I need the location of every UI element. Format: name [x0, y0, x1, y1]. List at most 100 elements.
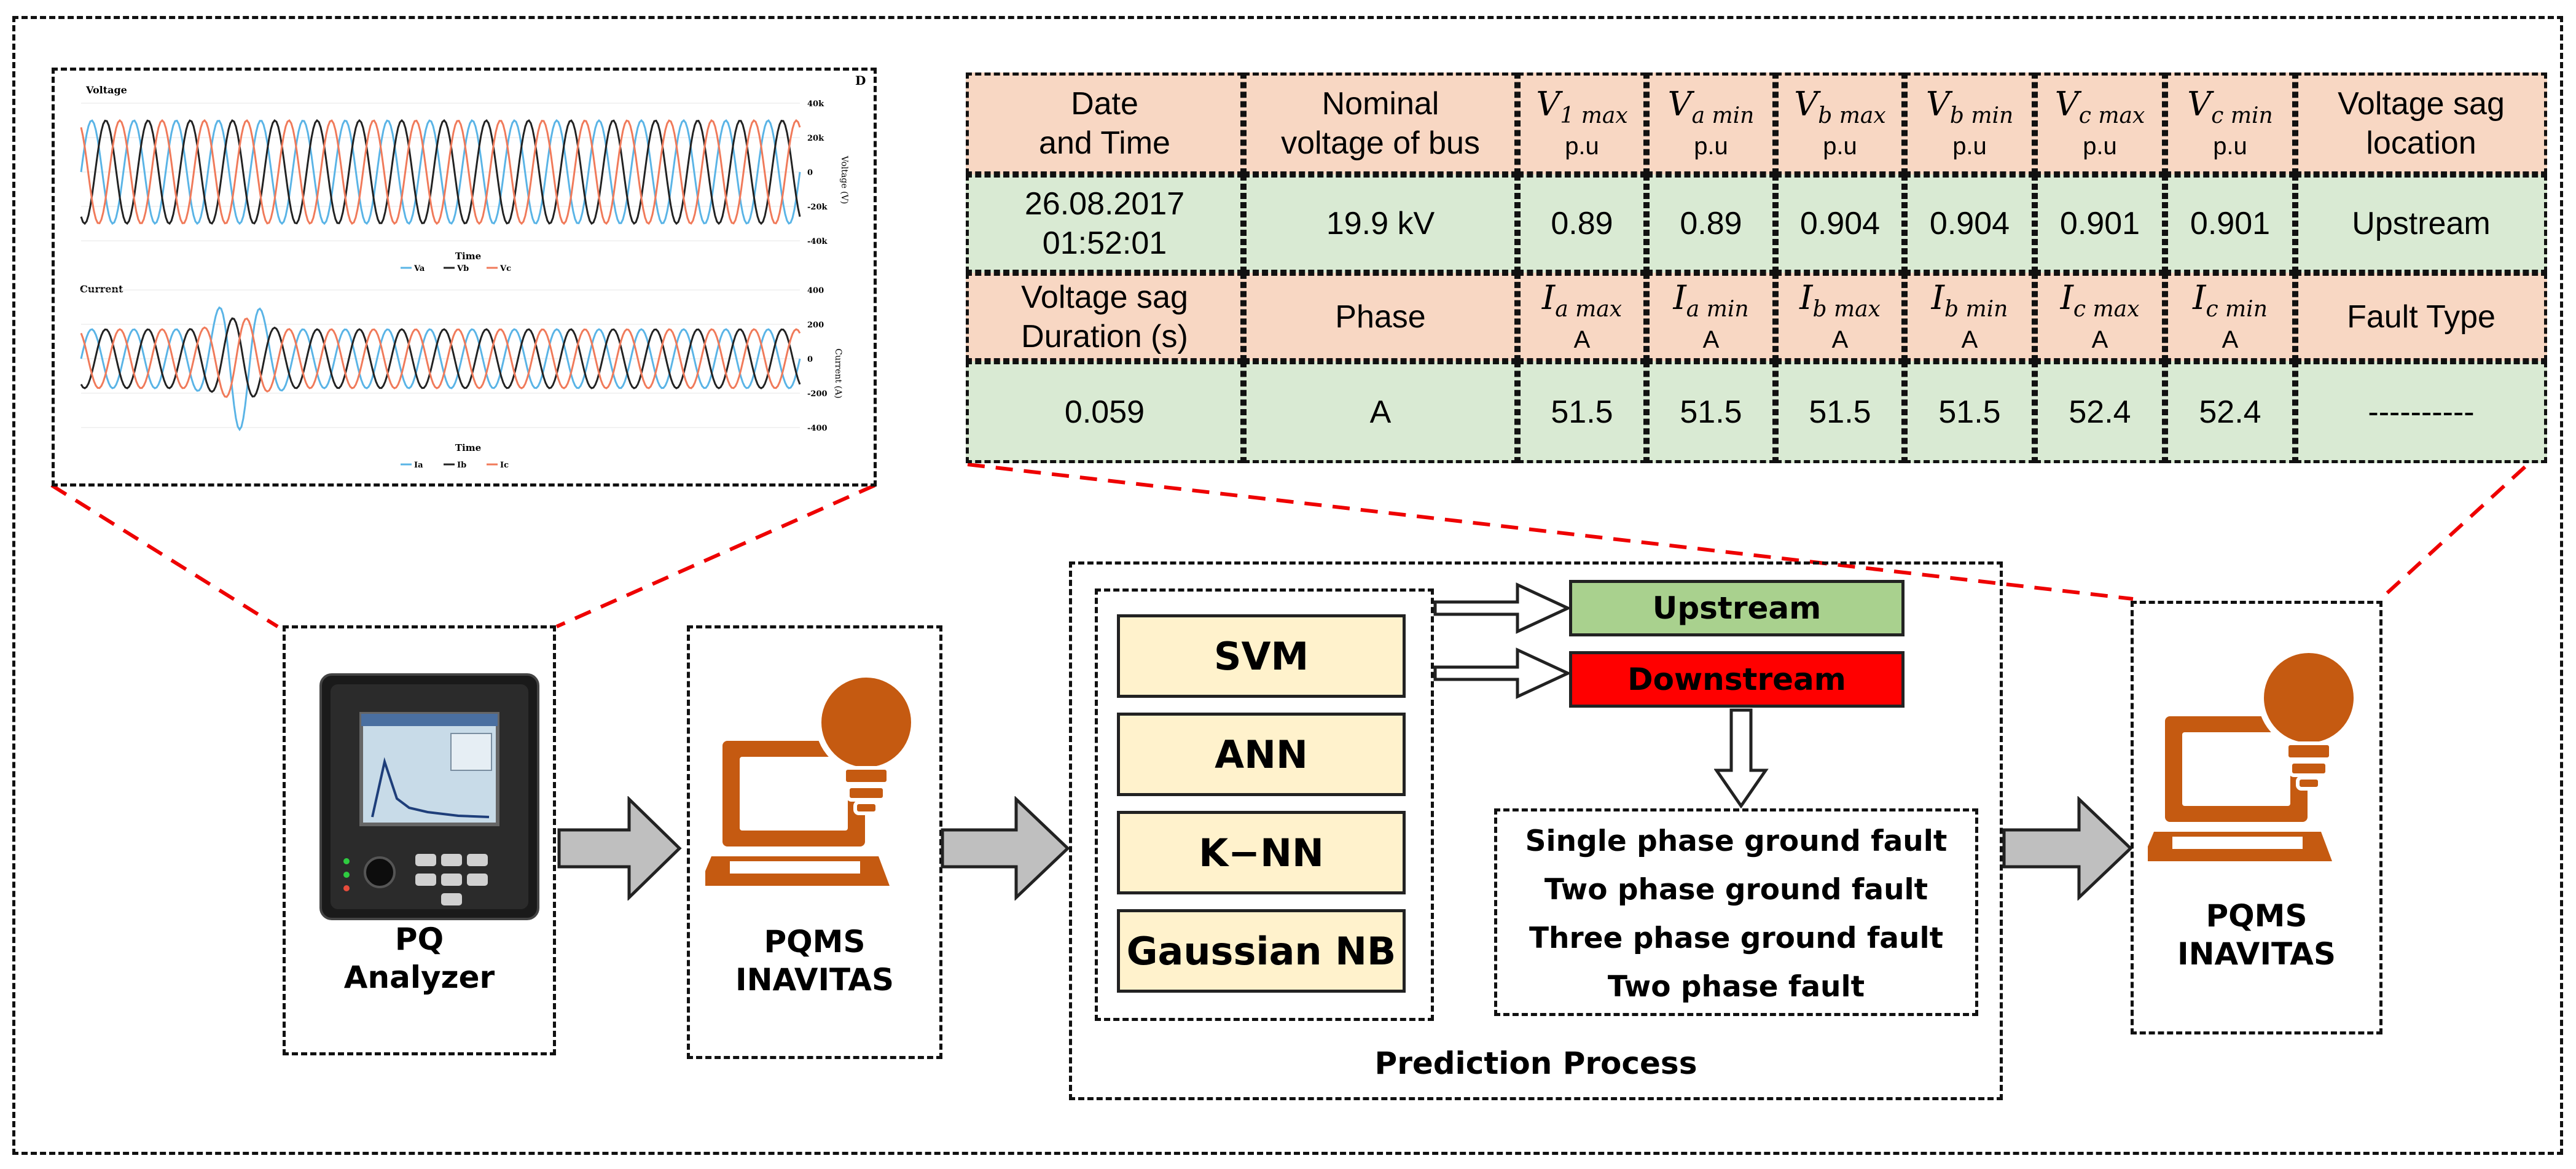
waveform-ic [80, 317, 801, 398]
outer-frame [12, 16, 2563, 1155]
fault-type-item: Two phase fault [1607, 970, 1865, 1004]
flow-arrow-3 [2002, 796, 2133, 901]
y-tick-label: 0 [807, 355, 813, 364]
legend-label: Vb [456, 264, 469, 273]
zoom-line-right-1 [967, 463, 2134, 601]
table-value-cell: 0.904 [1905, 174, 2035, 273]
fault-type-item: Two phase ground fault [1544, 873, 1928, 907]
y-tick-label: -40k [807, 237, 828, 246]
table-value-cell: 0.89 [1517, 174, 1646, 273]
table-value-cell: 51.5 [1517, 361, 1646, 463]
legend-label: Va [413, 264, 425, 273]
table-value-cell: 0.901 [2165, 174, 2295, 273]
flow-arrow-2 [941, 796, 1070, 901]
table-value-cell: 52.4 [2165, 361, 2295, 463]
table-value-cell: ---------- [2295, 361, 2547, 463]
waveform-panel [52, 68, 877, 487]
table-value-cell: 0.89 [1646, 174, 1775, 273]
y-tick-label: 0 [807, 168, 813, 178]
pq-analyzer-box [283, 625, 556, 1055]
table-header-cell: Fault Type [2295, 273, 2547, 361]
flow-arrow-1 [557, 796, 682, 901]
algorithm-svm: SVM [1117, 614, 1406, 698]
y-tick-label: -400 [807, 424, 828, 433]
table-value-cell: Upstream [2295, 174, 2547, 273]
y-tick-label: 400 [807, 286, 824, 295]
legend-label: Ic [500, 461, 509, 470]
prediction-process-label: Prediction Process [1374, 1046, 1697, 1081]
current-ylabel: Current (A) [833, 348, 843, 399]
pqms-right-box [2131, 601, 2382, 1034]
table-value-cell: 52.4 [2035, 361, 2165, 463]
zoom-line-left-2 [555, 483, 876, 628]
table-value-cell: 19.9 kV [1243, 174, 1517, 273]
fault-type-item: Three phase ground fault [1529, 921, 1944, 955]
waveform-ib [80, 317, 801, 398]
fault-type-item: Single phase ground fault [1525, 824, 1948, 858]
arrow-to-upstream [1433, 582, 1572, 634]
voltage-ylabel: Voltage (V) [839, 155, 849, 204]
voltage-title: Voltage [85, 84, 127, 96]
arrow-to-fault-types [1714, 708, 1769, 809]
current-xlabel: Time [455, 442, 481, 453]
legend-label: Ia [414, 461, 423, 470]
current-title: Current [80, 283, 123, 295]
y-tick-label: 40k [807, 100, 824, 109]
upstream-output-box: Upstream [1569, 580, 1905, 636]
table-value-cell: 0.904 [1775, 174, 1905, 273]
waveform-ia [80, 306, 801, 431]
fault-types-box [1494, 808, 1978, 1016]
y-tick-label: -200 [807, 389, 828, 399]
downstream-output-box: Downstream [1569, 651, 1905, 708]
algorithm-k-nn: K−NN [1117, 811, 1406, 894]
waveform-corner-label: D [855, 73, 866, 88]
table-value-cell: 0.901 [2035, 174, 2165, 273]
y-tick-label: -20k [807, 203, 828, 212]
legend-label: Vc [499, 264, 511, 273]
waveform-chart: D Voltage Current Time Time Voltage (V) … [80, 73, 866, 470]
legend-label: Ib [457, 461, 466, 470]
y-tick-label: 20k [807, 134, 824, 143]
algorithms-box [1095, 588, 1434, 1021]
voltage-xlabel: Time [455, 251, 481, 262]
table-value-cell: 51.5 [1905, 361, 2035, 463]
pqms-laptop-bulb-icon-right [2148, 647, 2360, 861]
prediction-process-box [1069, 561, 2003, 1100]
algorithm-gaussian-nb: Gaussian NB [1117, 909, 1406, 993]
algorithm-ann: ANN [1117, 713, 1406, 796]
table-value-cell: 51.5 [1646, 361, 1775, 463]
arrow-to-downstream [1433, 647, 1572, 699]
waveform-vb [80, 119, 801, 225]
waveform-va [80, 119, 801, 225]
table-value-cell: A [1243, 361, 1517, 463]
output-arrows [1433, 582, 1572, 699]
zoom-line-left-1 [50, 483, 279, 628]
zoom-line-right-2 [2379, 465, 2527, 601]
waveform-vc [80, 119, 801, 225]
table-value-cell: 51.5 [1775, 361, 1905, 463]
pq-analyzer-device-icon [319, 673, 539, 920]
table-value-cell: 0.059 [966, 361, 1243, 463]
pqms-laptop-bulb-icon-left [705, 671, 917, 886]
